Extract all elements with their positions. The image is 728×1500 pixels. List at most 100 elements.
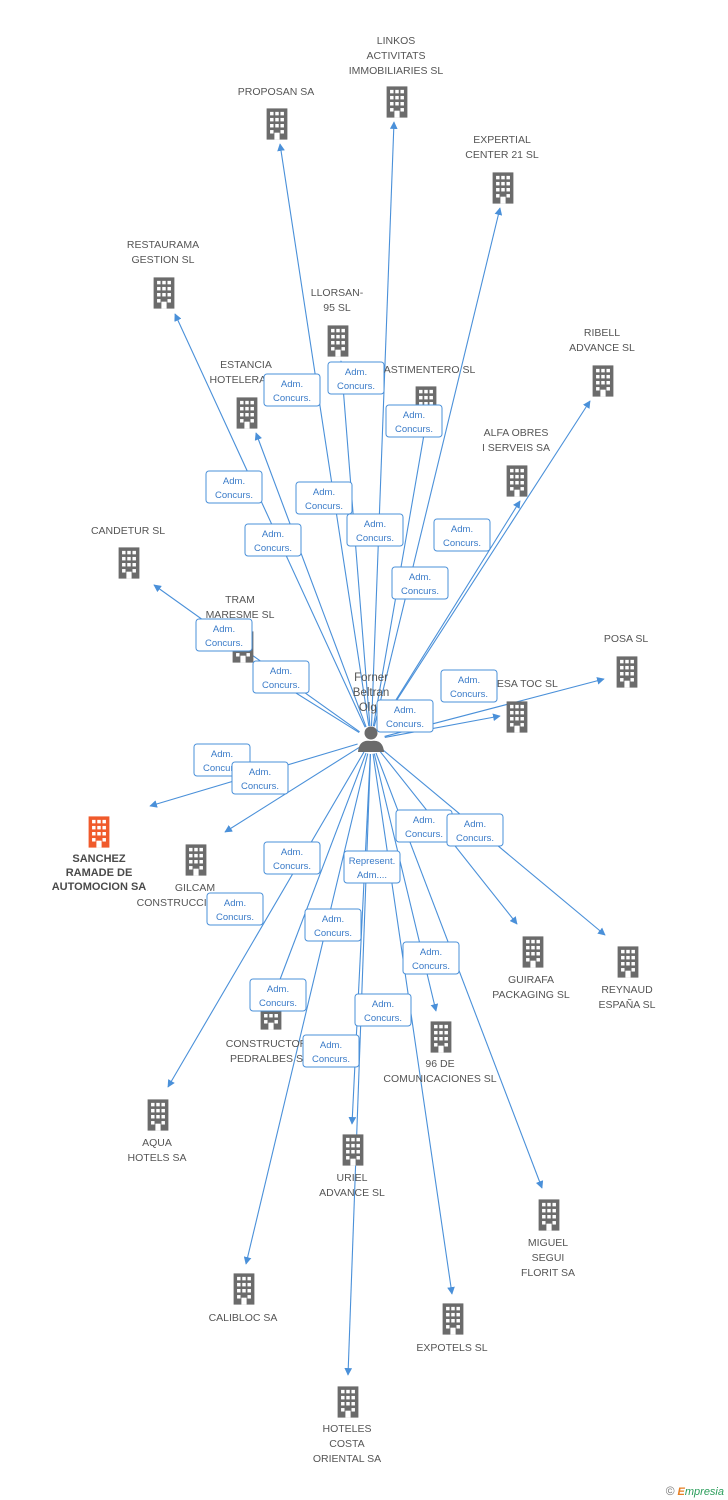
relation-line: Adm. bbox=[409, 572, 431, 583]
relation-label-box bbox=[263, 841, 321, 875]
edge-expertial bbox=[373, 207, 503, 727]
company-name-line: GUIRAFA bbox=[508, 974, 554, 986]
building-icon bbox=[185, 844, 207, 876]
relation-text: Adm.Concurs. bbox=[395, 410, 433, 435]
company-node-posa[interactable]: POSA SL bbox=[604, 633, 649, 688]
relation-line: Concurs. bbox=[450, 689, 488, 700]
relation-text: Adm.Concurs. bbox=[337, 367, 375, 392]
relation-label-tram: Adm.Concurs. bbox=[252, 660, 310, 694]
company-name-line: ALFA OBRES bbox=[484, 427, 549, 439]
relation-line: Concurs. bbox=[443, 538, 481, 549]
relation-label-box bbox=[376, 699, 434, 733]
relation-line: Adm.... bbox=[357, 870, 387, 881]
relation-line: Adm. bbox=[262, 529, 284, 540]
company-name-line: CENTER 21 SL bbox=[465, 149, 539, 161]
relation-label-box bbox=[295, 481, 353, 515]
company-node-proposan[interactable]: PROPOSAN SA bbox=[238, 86, 314, 140]
building-icon bbox=[442, 1303, 464, 1335]
company-name-line: COMUNICACIONES SL bbox=[383, 1073, 496, 1085]
company-node-expotels[interactable]: EXPOTELS SL bbox=[416, 1303, 488, 1354]
company-name-line: GILCAM bbox=[175, 882, 215, 894]
relation-line: Adm. bbox=[249, 767, 271, 778]
relation-line: Adm. bbox=[223, 476, 245, 487]
relation-line: Adm. bbox=[394, 705, 416, 716]
relation-line: Adm. bbox=[320, 1040, 342, 1051]
relation-line: Concurs. bbox=[401, 586, 439, 597]
relation-label-box bbox=[231, 761, 289, 795]
edge-gilcam bbox=[224, 746, 360, 833]
company-name-line: RESTAURAMA bbox=[127, 239, 199, 251]
edge-restaurama bbox=[174, 313, 366, 728]
company-name-line: EXPOTELS SL bbox=[416, 1342, 487, 1354]
brand-initial: E bbox=[677, 1486, 685, 1498]
relation-text: Adm.Concurs. bbox=[273, 847, 311, 872]
relation-label-box bbox=[391, 566, 449, 600]
person-name-line: Beltran bbox=[353, 687, 389, 699]
relation-line: Adm. bbox=[364, 519, 386, 530]
company-name: LLORSAN-95 SL bbox=[311, 287, 364, 314]
company-name-line: CONSTRUCTORA bbox=[226, 1038, 314, 1050]
relation-label-box bbox=[440, 669, 498, 703]
company-node-bastimentero[interactable]: BASTIMENTERO SL bbox=[377, 364, 476, 418]
relation-label-96de: Represent. Adm.... bbox=[343, 850, 401, 884]
relation-line: Adm. bbox=[313, 487, 335, 498]
relation-label-proposan: Adm.Concurs. bbox=[263, 373, 321, 407]
company-name-line: ORIENTAL SA bbox=[313, 1453, 381, 1465]
company-name-line: IMMOBILIARIES SL bbox=[349, 65, 444, 77]
relation-text: Adm.Concurs. bbox=[205, 624, 243, 649]
company-name-line: AUTOMOCION SA bbox=[52, 881, 147, 893]
company-name-line: ESTANCIA bbox=[220, 359, 272, 371]
edge-calibloc bbox=[243, 753, 369, 1265]
relation-line: Adm. bbox=[270, 666, 292, 677]
relation-label-box bbox=[252, 660, 310, 694]
relation-label-box bbox=[343, 850, 401, 884]
company-node-llorsan[interactable]: LLORSAN-95 SL bbox=[311, 287, 364, 357]
relation-text: Adm.Concurs. bbox=[412, 947, 450, 972]
company-node-calibloc[interactable]: CALIBLOC SA bbox=[209, 1273, 278, 1324]
company-name-line: POSA SL bbox=[604, 633, 649, 645]
edge-aqua bbox=[167, 751, 365, 1088]
building-icon bbox=[538, 1199, 560, 1231]
relation-line: Adm. bbox=[451, 524, 473, 535]
relation-line: Represent. bbox=[349, 856, 395, 867]
relation-line: Concurs. bbox=[337, 381, 375, 392]
building-icon bbox=[327, 325, 349, 357]
edge-proposan bbox=[277, 143, 370, 727]
relation-label-box bbox=[244, 523, 302, 557]
relation-label-expotels: Adm.Concurs. bbox=[354, 993, 412, 1027]
relation-line: Adm. bbox=[464, 819, 486, 830]
relation-text: Adm.Concurs. bbox=[241, 767, 279, 792]
company-node-candetur[interactable]: CANDETUR SL bbox=[91, 525, 165, 579]
edge-ribell bbox=[378, 400, 591, 729]
relation-line: Concurs. bbox=[314, 928, 352, 939]
relation-label-box bbox=[433, 518, 491, 552]
relation-line: Concurs. bbox=[395, 424, 433, 435]
brand-rest: mpresia bbox=[684, 1486, 724, 1498]
relation-line: Concurs. bbox=[364, 1013, 402, 1024]
relation-label-box bbox=[249, 978, 307, 1012]
relation-line: Concurs. bbox=[312, 1054, 350, 1065]
company-name: BASTIMENTERO SL bbox=[377, 364, 476, 376]
